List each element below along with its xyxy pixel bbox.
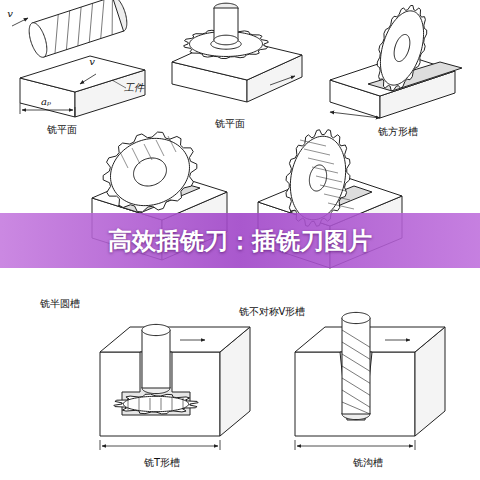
line [328, 203, 354, 209]
line [75, 107, 76, 117]
line [89, 3, 92, 42]
line [316, 176, 342, 182]
outline [394, 34, 410, 61]
line [80, 74, 96, 84]
part-label: aₚ [41, 96, 51, 107]
figure-caption: 铣平面 [47, 124, 77, 135]
banner-text: 高效插铣刀：插铣刀图片 [108, 225, 372, 257]
line [297, 446, 413, 447]
part-label: 工件 [124, 82, 144, 93]
line [168, 136, 176, 152]
line [112, 0, 113, 35]
figure-caption: 铣平面 [215, 118, 245, 129]
line [342, 402, 370, 414]
line [295, 440, 296, 450]
outline [290, 136, 345, 219]
line [20, 103, 21, 114]
line [22, 110, 73, 111]
outline [380, 11, 423, 85]
figure-caption: 铣半圆槽 [40, 298, 80, 309]
outline [20, 56, 145, 92]
line [161, 398, 162, 410]
line [415, 440, 416, 450]
line [139, 398, 140, 410]
figure-caption: 铣T形槽 [144, 457, 180, 468]
part-label: v [89, 56, 95, 67]
line [78, 7, 81, 46]
line [101, 0, 104, 39]
outline [114, 394, 198, 414]
outline [134, 158, 167, 186]
line [304, 149, 330, 155]
outline [100, 327, 250, 352]
line [132, 148, 140, 164]
outline [111, 138, 190, 205]
line [324, 194, 350, 200]
outline [29, 23, 47, 58]
outline [142, 330, 170, 388]
outline [286, 130, 350, 227]
outline [342, 312, 370, 323]
line [308, 158, 334, 164]
line [144, 144, 152, 160]
line [220, 440, 221, 450]
line [128, 398, 129, 410]
outline [342, 318, 370, 414]
figure-caption: 铣方形槽 [378, 126, 418, 137]
line [320, 185, 346, 191]
outline [142, 324, 170, 335]
line [66, 11, 69, 50]
line [300, 140, 326, 146]
figure-caption: 铣沟槽 [353, 457, 383, 468]
line [385, 340, 410, 341]
figure-caption: 铣不对称V形槽 [239, 306, 306, 317]
line [342, 390, 370, 407]
line [102, 446, 218, 447]
title-band: 高效插铣刀：插铣刀图片 [0, 213, 480, 268]
line [55, 14, 58, 53]
outline [103, 132, 197, 212]
outline [377, 6, 426, 91]
line [270, 76, 295, 85]
part-label: v [7, 8, 13, 19]
line [150, 398, 151, 410]
line [180, 340, 205, 341]
outline [123, 396, 188, 411]
line [156, 140, 164, 156]
line [12, 18, 28, 26]
line [120, 152, 128, 168]
outline [190, 32, 263, 57]
line [330, 112, 380, 118]
line [112, 80, 126, 88]
outline [214, 35, 238, 45]
line [183, 398, 184, 410]
line [172, 398, 173, 410]
line [312, 167, 338, 173]
line [100, 440, 101, 450]
